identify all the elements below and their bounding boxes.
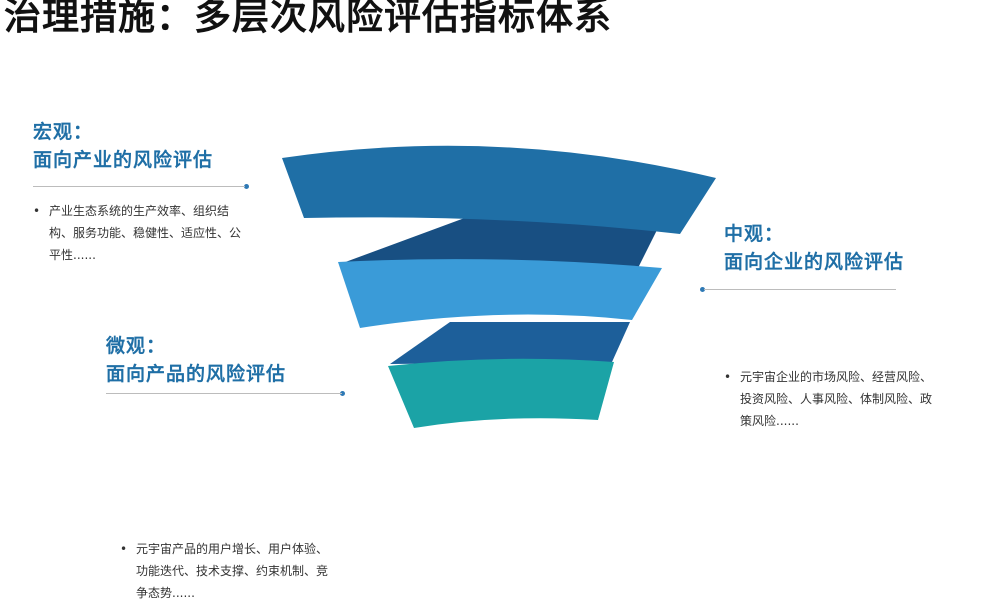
macro-connector-dot xyxy=(244,184,249,189)
meso-block: 中观： 面向企业的风险评估 xyxy=(724,220,904,276)
meso-divider xyxy=(704,289,896,290)
macro-block: 宏观： 面向产业的风险评估 xyxy=(33,118,213,174)
funnel-band-meso xyxy=(338,259,662,328)
macro-subject: 面向产业的风险评估 xyxy=(33,149,214,171)
funnel-band-micro xyxy=(388,358,614,428)
meso-description: 元宇宙企业的市场风险、经营风险、投资风险、人事风险、体制风险、政策风险.....… xyxy=(724,366,936,432)
micro-level-label: 微观： xyxy=(106,335,167,357)
funnel-diagram xyxy=(282,145,716,428)
funnel-connector-upper xyxy=(340,216,664,272)
micro-connector-dot xyxy=(340,391,345,396)
micro-subject: 面向产品的风险评估 xyxy=(106,363,287,385)
macro-level-label: 宏观： xyxy=(33,121,94,143)
funnel-connector-lower xyxy=(390,322,630,364)
funnel-band-macro xyxy=(282,145,716,234)
meso-connector-dot xyxy=(700,287,705,292)
meso-subject: 面向企业的风险评估 xyxy=(724,251,905,273)
micro-block: 微观： 面向产品的风险评估 xyxy=(106,332,286,388)
macro-description: 产业生态系统的生产效率、组织结构、服务功能、稳健性、适应性、公平性...... xyxy=(33,200,245,266)
meso-level-label: 中观： xyxy=(724,223,785,245)
page-title: 治理措施：多层次风险评估指标体系 xyxy=(4,0,612,38)
micro-description: 元宇宙产品的用户增长、用户体验、功能迭代、技术支撑、约束机制、竞争态势.....… xyxy=(120,538,336,604)
macro-divider xyxy=(33,186,245,187)
micro-divider xyxy=(106,393,342,394)
